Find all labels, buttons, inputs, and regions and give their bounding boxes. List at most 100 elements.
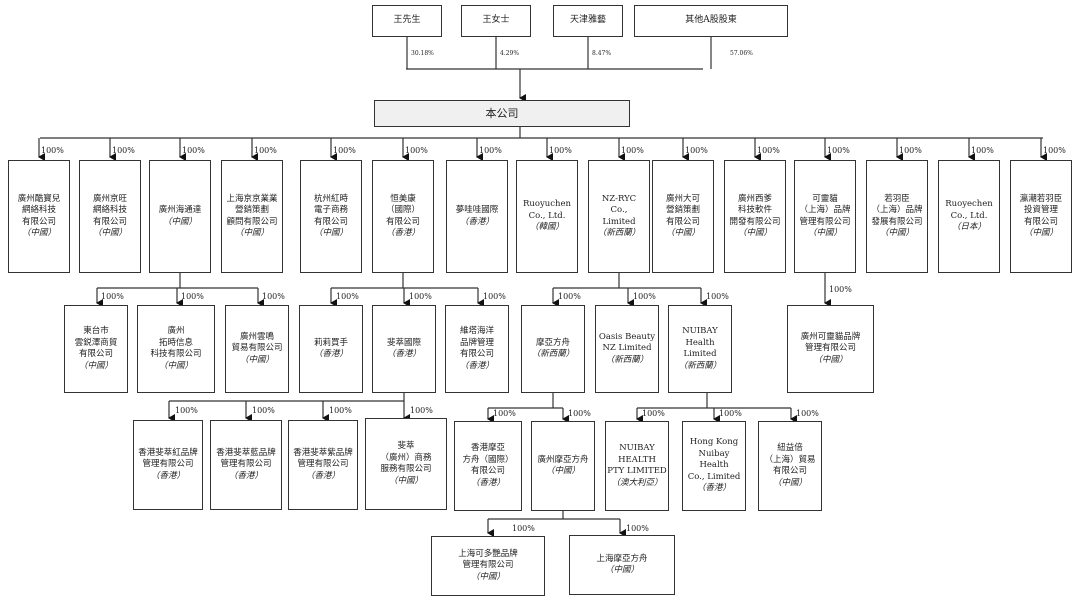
jurisdiction-label: （中國） (388, 475, 423, 486)
entity-name-line: （上海）品牌 (799, 205, 851, 215)
jurisdiction-label: （中國） (604, 565, 639, 575)
ownership-percent: 100% (796, 409, 819, 418)
subsidiary-box: 斐萃國際（香港） (372, 305, 436, 393)
ownership-percent: 100% (626, 524, 649, 533)
subsidiary-box: 恒美康（國際）有限公司（香港） (372, 160, 434, 273)
ownership-percent: 100% (101, 292, 124, 301)
entity-name-line: 夢哇哇國際 (455, 205, 499, 215)
entity-name-line: 管理有限公司 (220, 459, 272, 470)
entity-name-line: NUIBAY (682, 326, 718, 336)
entity-name-line: 杭州紅時 (313, 193, 348, 204)
entity-name-line: 科技有限公司 (150, 349, 202, 359)
ownership-percent: 100% (252, 406, 275, 415)
subsidiary-box: 香港斐萃紅品牌管理有限公司（香港） (133, 420, 203, 510)
entity-name-line: 香港摩亞 (470, 443, 505, 453)
entity-name-line: NZ Limited (602, 343, 652, 354)
entity-name-line: 發展有限公司 (871, 216, 923, 227)
entity-name-line: 有限公司 (665, 216, 700, 227)
ownership-percent: 100% (333, 146, 356, 155)
ownership-percent: 100% (829, 285, 852, 294)
jurisdiction-label: （香港） (150, 470, 185, 481)
ownership-percent: 100% (405, 146, 428, 155)
entity-name-line: 投資管理 (1023, 205, 1058, 215)
jurisdiction-label: （香港） (459, 360, 494, 371)
entity-name-line: 品牌管理 (459, 337, 494, 348)
jurisdiction-label: （香港） (385, 228, 420, 238)
entity-name-line: 雲鋭澤商貿 (74, 337, 118, 348)
ownership-percent: 100% (757, 146, 780, 155)
jurisdiction-label: （中國） (665, 228, 700, 238)
entity-name-line: 廣州摩亞方舟 (537, 454, 589, 465)
entity-name-line: Co., (610, 205, 628, 215)
subsidiary-box: 莉莉買手（香港） (299, 305, 363, 393)
ownership-percent: 100% (558, 292, 581, 301)
ownership-percent: 100% (329, 406, 352, 415)
subsidiary-box: 香港斐萃藍品牌管理有限公司（香港） (210, 420, 282, 510)
entity-name-line: HEALTH (618, 454, 656, 465)
ownership-percent: 100% (706, 292, 729, 301)
entity-name-line: 科技軟件 (737, 205, 772, 215)
jurisdiction-label: （香港） (305, 470, 340, 481)
entity-name-line: （上海）品牌 (871, 205, 923, 215)
ownership-percent: 100% (685, 146, 708, 155)
entity-name-line: Co., Ltd. (950, 210, 988, 221)
shareholder-box: 天津雅藝 (553, 5, 623, 37)
subsidiary-box: 廣州摩亞方舟（中國） (531, 421, 595, 511)
jurisdiction-label: （中國） (807, 228, 842, 238)
shareholder-box: 王先生 (372, 5, 442, 37)
entity-name-line: 有限公司 (78, 349, 113, 359)
ownership-percent: 100% (1043, 146, 1066, 155)
jurisdiction-label: （中國） (545, 466, 580, 476)
ownership-percent: 100% (493, 409, 516, 418)
entity-name-line: 斐萃 (397, 441, 415, 451)
entity-name-line: 電子商務 (313, 205, 348, 215)
jurisdiction-label: （日本） (951, 222, 986, 233)
ownership-percent: 100% (410, 406, 433, 415)
entity-name-line: 有限公司 (92, 216, 127, 227)
entity-name-line: Co., Limited (687, 471, 741, 482)
jurisdiction-label: （中國） (772, 477, 807, 488)
jurisdiction-label: （中國） (92, 228, 127, 238)
subsidiary-box: 東台市雲鋭澤商貿有限公司（中國） (64, 305, 128, 393)
ownership-percent: 100% (621, 146, 644, 155)
shareholder-box-label: 王先生 (393, 15, 421, 26)
entity-name-line: 廣州 (167, 326, 185, 336)
ownership-percent: 100% (41, 146, 64, 155)
jurisdiction-label: （香港） (459, 216, 494, 227)
subsidiary-box: 廣州大可營銷策劃有限公司（中國） (652, 160, 714, 273)
entity-name-line: 紐益倍 (777, 443, 803, 453)
subsidiary-box: 夢哇哇國際（香港） (446, 160, 508, 273)
jurisdiction-label: （中國） (470, 571, 505, 582)
subsidiary-box: 上海可多艷品牌管理有限公司（中國） (431, 536, 545, 596)
entity-name-line: 上海摩亞方舟 (596, 553, 648, 564)
entity-name-line: 有限公司 (313, 216, 348, 227)
jurisdiction-label: （中國） (162, 216, 197, 227)
ownership-percent: 100% (899, 146, 922, 155)
jurisdiction-label: （中國） (234, 228, 269, 238)
ownership-percent: 100% (568, 409, 591, 418)
entity-name-line: 顧問有限公司 (226, 216, 278, 227)
entity-name-line: 瀛潮若羽臣 (1019, 193, 1063, 204)
entity-name-line: （上海）貿易 (764, 454, 816, 465)
ownership-percent: 100% (181, 292, 204, 301)
jurisdiction-label: （中國） (737, 228, 772, 238)
entity-name-line: 維塔海洋 (459, 326, 494, 336)
subsidiary-box: 廣州可靈貓品牌管理有限公司（中國） (787, 305, 874, 393)
entity-name-line: 香港斐萃紅品牌 (138, 447, 198, 458)
entity-name-line: 香港斐萃紫品牌 (293, 447, 353, 458)
entity-name-line: 開發有限公司 (729, 216, 781, 227)
entity-name-line: 貿易有限公司 (231, 343, 283, 354)
entity-name-line: 廣州可靈貓品牌 (800, 331, 861, 342)
subsidiary-box: 廣州西爹科技軟件開發有限公司（中國） (724, 160, 786, 273)
company-box-label: 本公司 (485, 106, 519, 120)
ownership-percent: 100% (479, 146, 502, 155)
subsidiary-box: 廣州雲鳴貿易有限公司（中國） (225, 305, 289, 393)
subsidiary-box: 杭州紅時電子商務有限公司（中國） (300, 160, 362, 273)
ownership-percent: 100% (182, 146, 205, 155)
entity-name-line: 管理有限公司 (799, 216, 851, 227)
entity-name-line: 管理有限公司 (804, 343, 856, 354)
